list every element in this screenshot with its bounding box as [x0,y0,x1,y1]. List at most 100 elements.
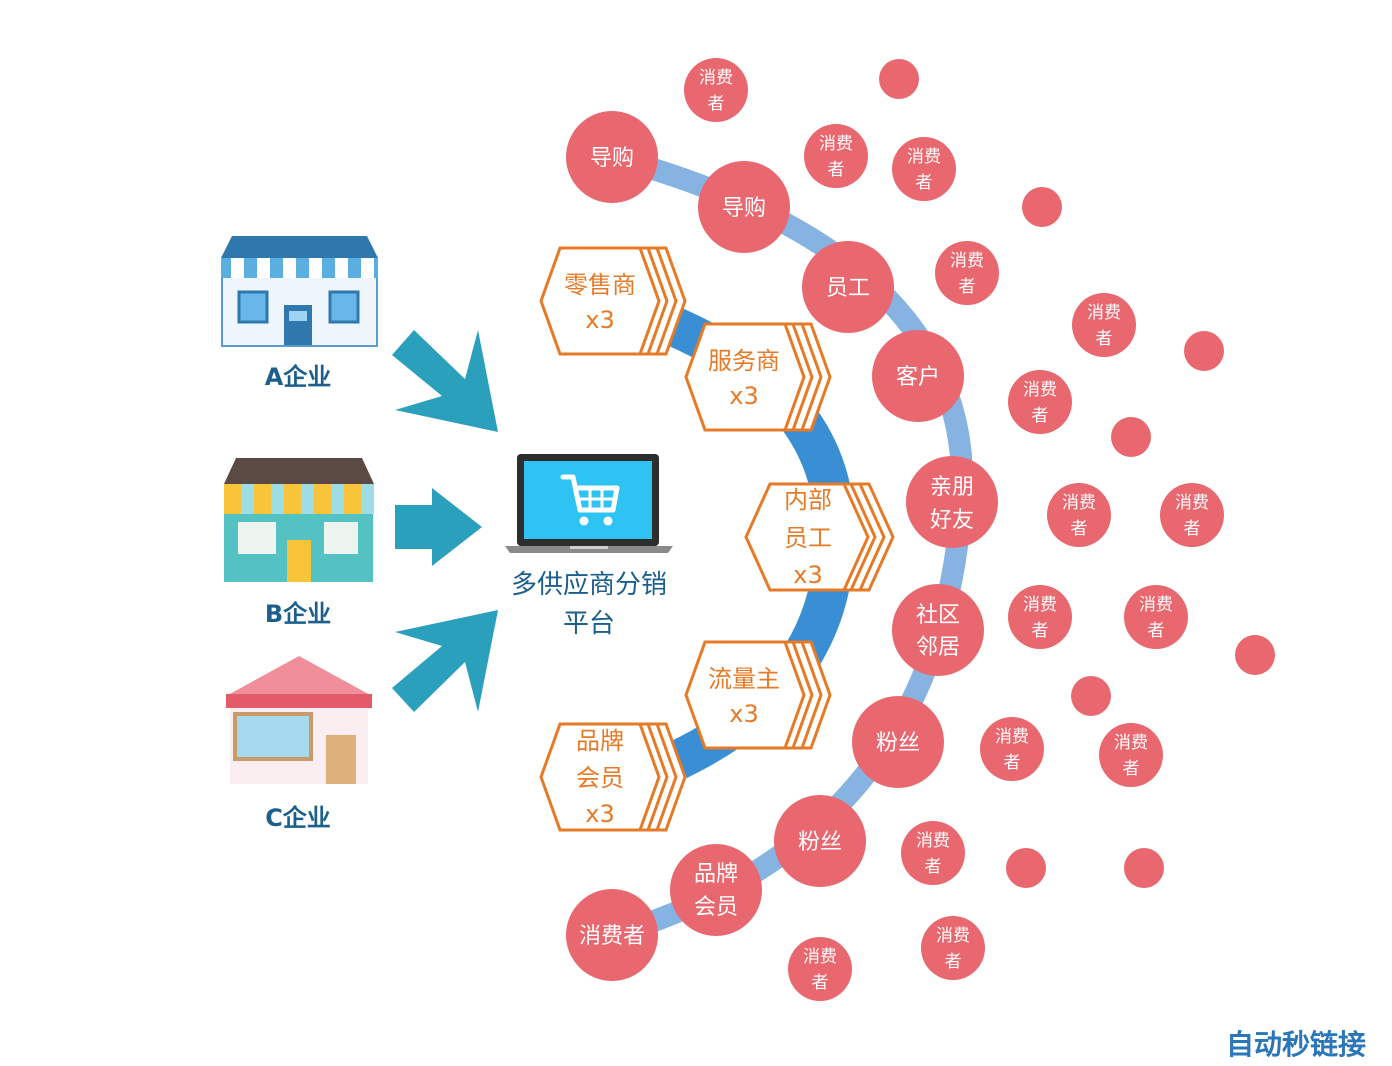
consumer-dot: 消费 者 [921,916,985,980]
consumer-dot: 消费 者 [804,124,868,188]
platform-label-line1: 多供应商分销 [511,570,667,600]
plain-dot [1006,848,1046,888]
node-label: 员工 [826,276,870,301]
consumer-dot: 消费 者 [980,717,1044,781]
consumer-label: 者 [1096,329,1113,349]
consumer-label: 消费 [1139,595,1173,615]
consumer-dot: 消费 者 [892,137,956,201]
node-label: 品牌 [694,862,738,887]
consumer-label: 者 [959,277,976,297]
consumer-label: 者 [1123,759,1140,779]
hex-label: 流量主 [708,665,780,693]
node-employee: 员工 [802,241,894,333]
plain-dot [1071,676,1111,716]
store-c-icon [226,656,372,784]
node-shopping-guide: 导购 [698,161,790,253]
consumer-label: 消费 [1175,493,1209,513]
store-b-icon [224,458,374,582]
consumer-label: 消费 [819,134,853,154]
arrow-icon [392,610,498,712]
consumer-label: 者 [828,160,845,180]
hex-label: 品牌 [576,727,624,755]
platform-label-line2: 平台 [563,609,615,639]
plain-dot [1235,635,1275,675]
plain-dot [1022,187,1062,227]
watermark-logo: 自动秒链接 [1226,1028,1366,1061]
hex-channel-brand-member: 品牌 会员 x3 [539,722,687,832]
consumer-label: 消费 [1114,733,1148,753]
consumer-dot: 消费 者 [1047,483,1111,547]
node-label: 导购 [590,146,634,171]
node-label: 客户 [896,365,940,390]
consumer-label: 者 [812,973,829,993]
consumer-label: 者 [945,952,962,972]
consumer-label: 者 [1004,753,1021,773]
consumer-label: 者 [1184,519,1201,539]
node-label: 社区 [916,603,960,628]
node-label: 导购 [722,196,766,221]
plain-dot [879,59,919,99]
node-label: 邻居 [916,635,960,660]
hex-label: 会员 [576,764,624,792]
hex-label: 内部 [784,486,832,514]
node-label: 好友 [930,508,974,533]
consumer-label: 者 [1071,519,1088,539]
consumer-label: 者 [916,173,933,193]
consumer-dot: 消费 者 [901,821,965,885]
consumer-label: 消费 [1087,303,1121,323]
consumer-label: 者 [708,94,725,114]
hex-label: x3 [729,382,758,410]
hex-channel-staff: 内部 员工 x3 [744,482,895,592]
hex-channel-traffic: 流量主 x3 [684,640,832,750]
hex-label: 员工 [784,524,832,552]
consumer-label: 消费 [907,147,941,167]
hex-label: 服务商 [708,347,780,375]
consumer-label: 者 [1032,621,1049,641]
consumer-dot: 消费 者 [1008,370,1072,434]
consumer-label: 消费 [1062,493,1096,513]
node-fans: 粉丝 [852,696,944,788]
node-neighbors: 社区 邻居 [892,584,984,676]
consumer-label: 消费 [950,251,984,271]
plain-dot [1184,331,1224,371]
arrow-icon [392,330,498,432]
node-friends: 亲朋 好友 [906,456,998,548]
node-shopping-guide: 导购 [566,111,658,203]
consumer-label: 消费 [995,727,1029,747]
node-customer: 客户 [872,330,964,422]
arrow-icon [395,488,482,566]
consumer-dot: 消费 者 [684,58,748,122]
node-label: 粉丝 [798,830,842,855]
consumer-label: 者 [1148,621,1165,641]
node-brand-member: 品牌 会员 [670,844,762,936]
node-label: 亲朋 [930,475,974,500]
node-fans: 粉丝 [774,795,866,887]
hex-label: x3 [585,306,614,334]
consumer-label: 消费 [936,926,970,946]
consumer-label: 消费 [916,831,950,851]
plain-dot [1124,848,1164,888]
consumer-dot: 消费 者 [1008,585,1072,649]
hex-channel-retailer: 零售商 x3 [539,246,687,356]
consumer-label: 者 [1032,406,1049,426]
enterprise-b-label: B企业 [265,600,331,628]
laptop-cart-icon [505,454,673,553]
node-label: 粉丝 [876,731,920,756]
consumer-label: 消费 [1023,595,1057,615]
consumer-label: 消费 [1023,380,1057,400]
plain-dot [1111,417,1151,457]
node-label: 消费者 [579,924,645,949]
node-consumer-main: 消费者 [566,889,658,981]
store-a-icon [221,236,378,347]
hex-channel-service: 服务商 x3 [684,322,832,432]
consumer-dot: 消费 者 [788,937,852,1001]
consumer-dot: 消费 者 [1160,483,1224,547]
node-label: 会员 [694,895,738,920]
consumer-dot: 消费 者 [1099,723,1163,787]
hex-label: x3 [585,800,614,828]
consumer-label: 者 [925,857,942,877]
consumer-label: 消费 [803,947,837,967]
hex-label: 零售商 [564,271,636,299]
consumer-label: 消费 [699,68,733,88]
